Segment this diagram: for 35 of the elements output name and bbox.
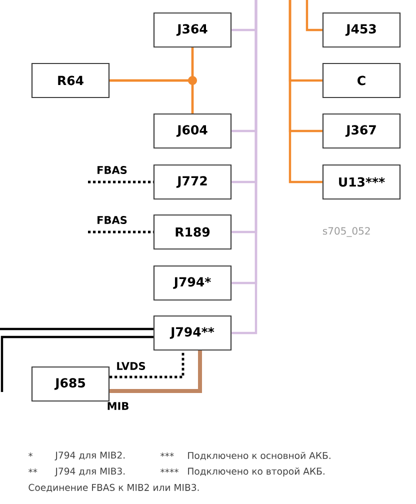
footnote-text: Соединение FBAS к MIB2 или MIB3. <box>28 484 199 492</box>
footnote-text: Подключено к основной АКБ. <box>188 452 330 460</box>
connection-line <box>306 0 322 32</box>
edge-label: LVDS <box>117 362 146 370</box>
footnote-mark: ** <box>28 468 38 473</box>
component-box: J367 <box>322 113 401 149</box>
edge-label: FBAS <box>98 216 127 224</box>
connection-line <box>288 0 322 184</box>
connection-line <box>110 350 202 393</box>
component-box: J772 <box>153 164 232 200</box>
footnote-text: Подключено ко второй АКБ. <box>188 468 324 476</box>
component-box: J794** <box>153 315 232 351</box>
footnote-mark: *** <box>160 452 174 457</box>
component-box: J794* <box>153 265 232 301</box>
footnote-text: J794 для MIB2. <box>54 452 125 460</box>
component-box: R189 <box>153 214 232 250</box>
footnote-mark: * <box>28 452 33 457</box>
component-box: R64 <box>31 62 110 98</box>
edge-label: MIB <box>108 402 128 410</box>
component-box: J685 <box>31 366 110 402</box>
component-box: C <box>322 62 401 98</box>
edge-label: FBAS <box>98 166 127 174</box>
connection-line <box>0 328 154 330</box>
dashed-line <box>88 230 154 234</box>
dashed-line <box>110 350 184 378</box>
dashed-line <box>88 180 154 184</box>
component-box: U13*** <box>322 164 401 200</box>
figure-code: s705_052 <box>322 227 370 237</box>
component-box: J453 <box>322 12 401 48</box>
component-box: J364 <box>153 12 232 48</box>
component-box: J604 <box>153 113 232 149</box>
footnote-text: J794 для MIB3. <box>54 468 125 476</box>
connection-line <box>0 336 154 392</box>
connection-line <box>110 79 194 114</box>
footnote-mark: **** <box>160 468 179 473</box>
